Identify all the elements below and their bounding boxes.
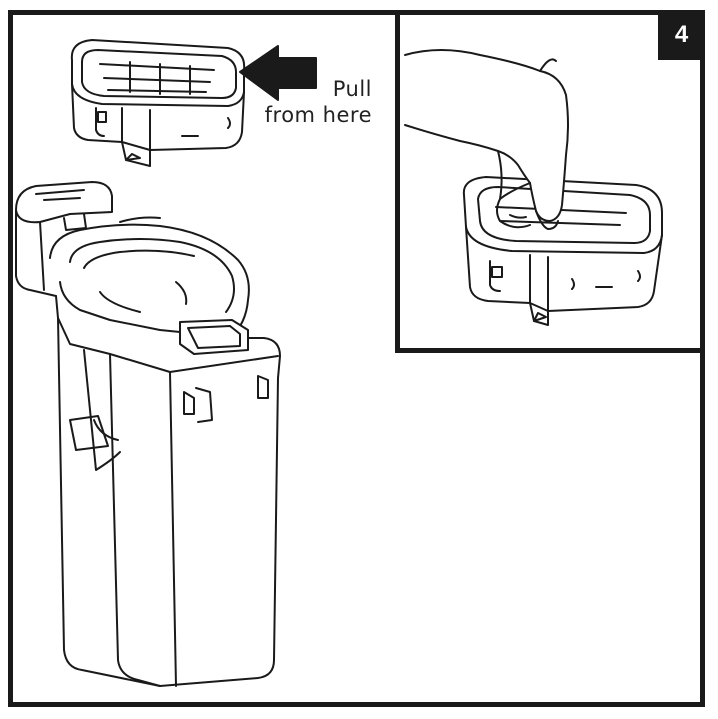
step-number-badge: 4	[658, 10, 705, 60]
left-arrow-icon	[239, 45, 317, 101]
callout-line-1: Pull	[332, 77, 372, 101]
hand	[404, 49, 569, 230]
illustration-frame	[8, 10, 705, 707]
filter-removed	[70, 39, 246, 167]
filter-in-canister	[462, 176, 663, 326]
inset-illustration	[404, 49, 663, 326]
detail-inset	[395, 10, 705, 353]
pull-callout: Pull from here	[250, 76, 372, 128]
callout-line-2: from here	[264, 103, 372, 127]
dust-canister	[15, 181, 281, 687]
